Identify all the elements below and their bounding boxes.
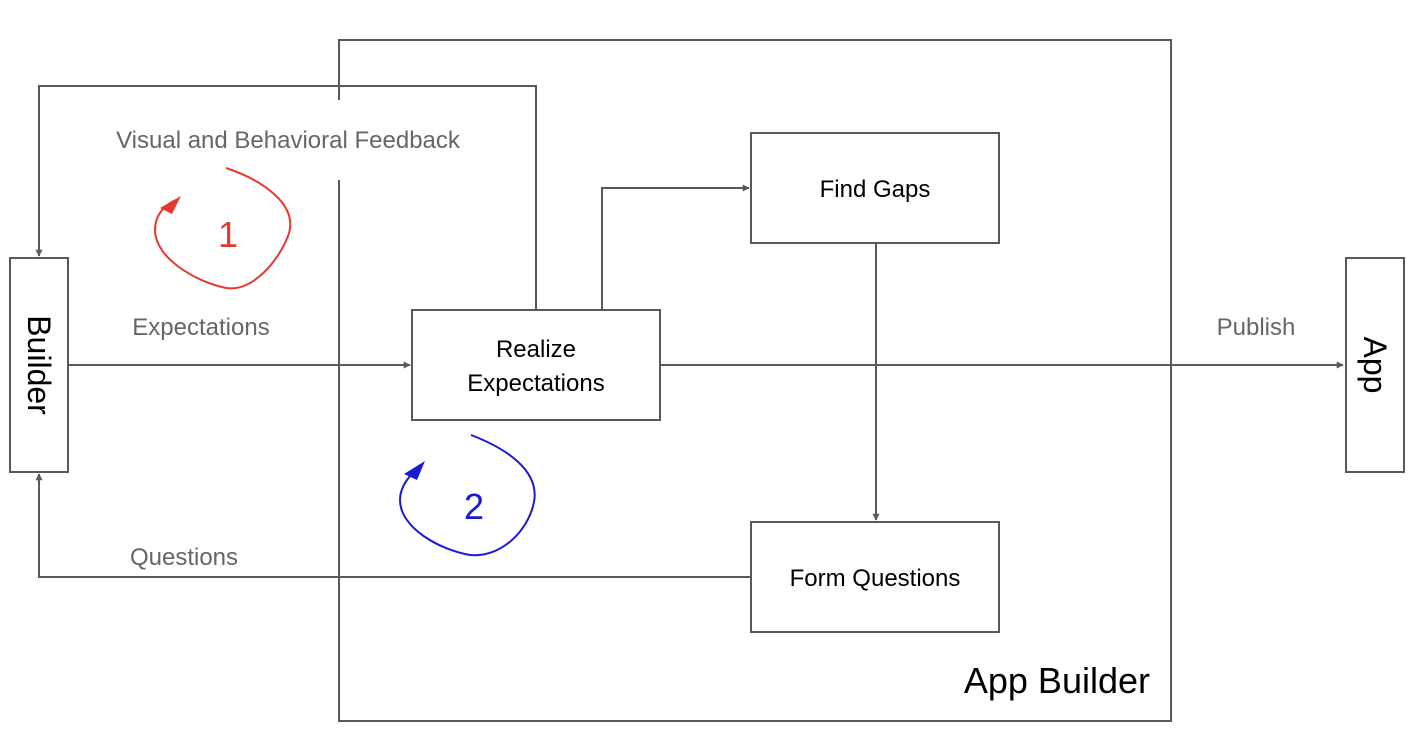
expectations-edge-label: Expectations — [132, 314, 269, 341]
realize-label-line1: Realize — [496, 336, 576, 363]
app-label: App — [1357, 337, 1393, 394]
app-builder-label: App Builder — [964, 660, 1150, 701]
loop-1: 1 — [153, 167, 292, 290]
loop-2-arrowhead — [404, 461, 425, 480]
realize-label-line2: Expectations — [467, 370, 604, 397]
find-gaps-label: Find Gaps — [820, 176, 931, 203]
questions-edge-label: Questions — [130, 544, 238, 571]
realize-expectations-node: Realize Expectations — [411, 309, 661, 421]
questions-edge — [35, 473, 751, 578]
form-questions-label: Form Questions — [790, 565, 961, 592]
builder-label: Builder — [21, 315, 57, 415]
loop-1-arrowhead — [160, 196, 181, 214]
publish-edge-label: Publish — [1217, 314, 1296, 341]
realize-to-find-gaps-edge — [601, 184, 750, 310]
loop-2-curve — [398, 434, 536, 557]
builder-node: Builder — [9, 257, 69, 473]
feedback-edge-label: Visual and Behavioral Feedback — [116, 127, 461, 154]
feedback-edge — [35, 85, 537, 310]
loop-1-number: 1 — [218, 214, 238, 255]
find-gaps-node: Find Gaps — [750, 132, 1000, 244]
loop-2: 2 — [398, 434, 536, 557]
loop-2-number: 2 — [464, 486, 484, 527]
app-node: App — [1345, 257, 1405, 473]
app-builder-container — [338, 39, 1172, 722]
loop-1-curve — [153, 167, 292, 290]
form-questions-node: Form Questions — [750, 521, 1000, 633]
